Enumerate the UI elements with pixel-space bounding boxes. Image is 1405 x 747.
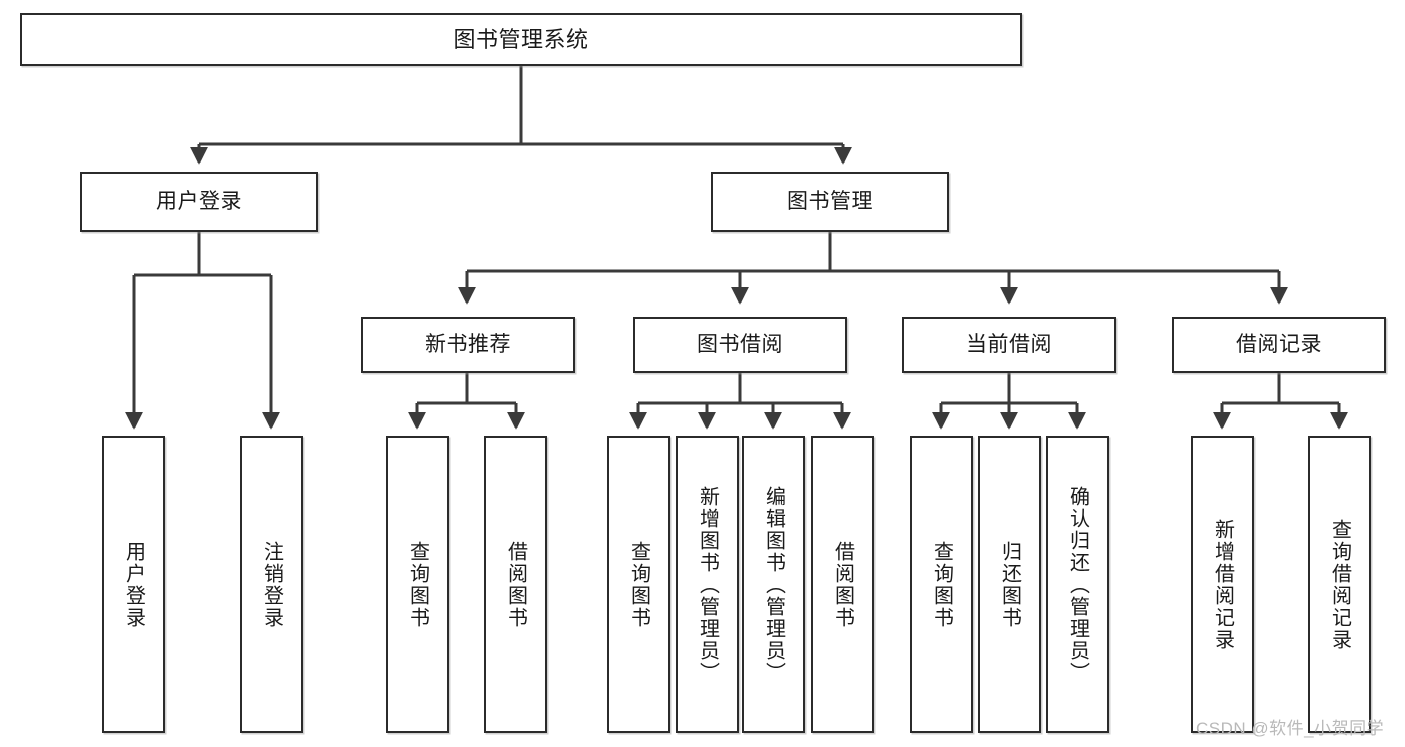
leaf-current-confirm-return-admin[interactable]: 确认归还（管理员）	[1046, 436, 1109, 733]
node-label: 查询图书	[930, 540, 953, 629]
node-label: 借阅图书	[504, 540, 527, 629]
node-current-borrow[interactable]: 当前借阅	[902, 317, 1116, 373]
node-label: 查询借阅记录	[1328, 518, 1351, 651]
node-label: 注销登录	[260, 540, 283, 629]
node-new-book-recommend[interactable]: 新书推荐	[361, 317, 575, 373]
leaf-recommend-borrow-book[interactable]: 借阅图书	[484, 436, 547, 733]
leaf-records-query-record[interactable]: 查询借阅记录	[1308, 436, 1371, 733]
node-label: 新增图书（管理员）	[696, 485, 719, 684]
node-label: 图书管理	[787, 189, 873, 213]
node-label: 新书推荐	[425, 332, 511, 356]
node-label: 当前借阅	[966, 332, 1052, 356]
node-label: 图书管理系统	[453, 26, 589, 52]
node-label: 用户登录	[122, 540, 145, 629]
leaf-borrow-borrow-book[interactable]: 借阅图书	[811, 436, 874, 733]
node-label: 查询图书	[406, 540, 429, 629]
leaf-recommend-query-book[interactable]: 查询图书	[386, 436, 449, 733]
node-label: 借阅记录	[1236, 332, 1322, 356]
node-label: 查询图书	[627, 540, 650, 629]
node-label: 归还图书	[998, 540, 1021, 629]
node-root-library-system[interactable]: 图书管理系统	[20, 13, 1022, 66]
node-user-login[interactable]: 用户登录	[80, 172, 318, 232]
node-label: 借阅图书	[831, 540, 854, 629]
leaf-user-login-logout[interactable]: 注销登录	[240, 436, 303, 733]
node-book-management[interactable]: 图书管理	[711, 172, 949, 232]
node-label: 编辑图书（管理员）	[762, 485, 785, 684]
leaf-borrow-query-book[interactable]: 查询图书	[607, 436, 670, 733]
leaf-user-login-login[interactable]: 用户登录	[102, 436, 165, 733]
leaf-records-add-record[interactable]: 新增借阅记录	[1191, 436, 1254, 733]
node-borrow-records[interactable]: 借阅记录	[1172, 317, 1386, 373]
leaf-current-return-book[interactable]: 归还图书	[978, 436, 1041, 733]
csdn-watermark: CSDN @软件_小贺同学	[1196, 719, 1385, 738]
leaf-borrow-add-book-admin[interactable]: 新增图书（管理员）	[676, 436, 739, 733]
node-label: 新增借阅记录	[1211, 518, 1234, 651]
leaf-borrow-edit-book-admin[interactable]: 编辑图书（管理员）	[742, 436, 805, 733]
node-label: 图书借阅	[697, 332, 783, 356]
node-label: 确认归还（管理员）	[1066, 485, 1089, 684]
node-book-borrow[interactable]: 图书借阅	[633, 317, 847, 373]
leaf-current-query-book[interactable]: 查询图书	[910, 436, 973, 733]
node-label: 用户登录	[156, 189, 242, 213]
